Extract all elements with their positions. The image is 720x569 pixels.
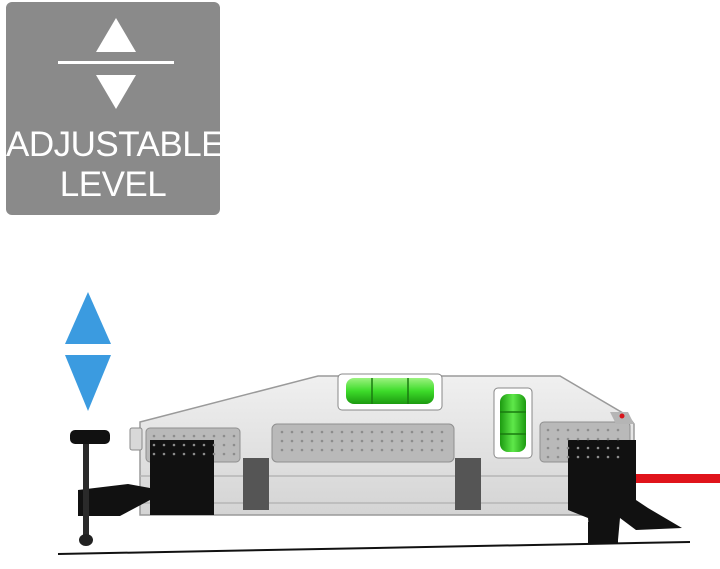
adjustable-level-badge: ADJUSTABLE LEVEL <box>6 2 225 215</box>
adjust-knob-icon <box>70 430 110 444</box>
up-down-arrows-icon <box>58 18 174 109</box>
blue-adjust-arrows-icon <box>64 292 112 411</box>
left-clamp <box>70 430 214 546</box>
ground-line <box>57 541 691 555</box>
badge-title-line1: ADJUSTABLE <box>6 125 225 164</box>
badge-title-line2: LEVEL <box>59 165 167 204</box>
grip-texture <box>152 428 620 459</box>
laser-beam <box>636 474 720 483</box>
right-foot <box>568 412 682 544</box>
